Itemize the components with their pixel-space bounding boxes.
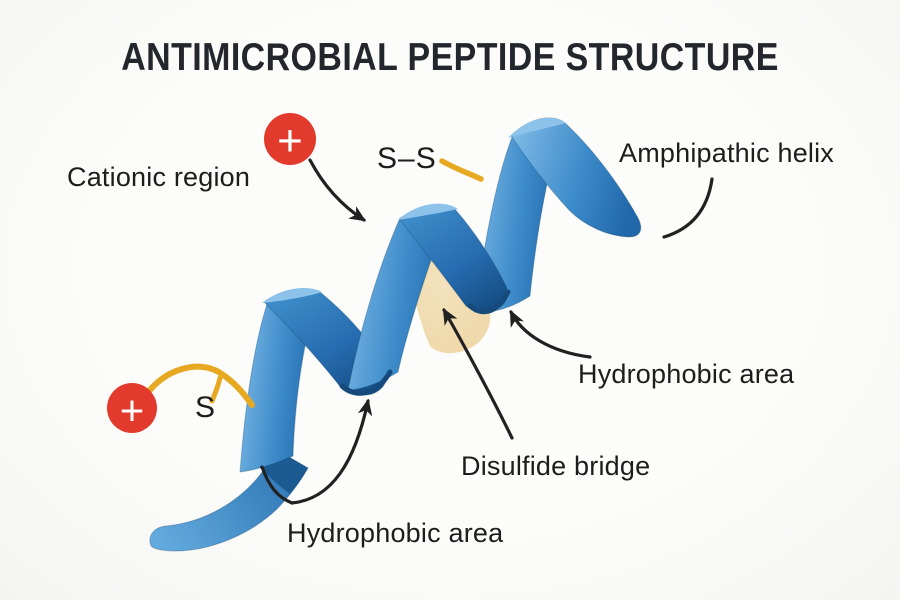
arrow-hydrophobic-bottom bbox=[290, 398, 373, 505]
arrow-cationic-region bbox=[308, 158, 367, 222]
disulfide-bond-lines bbox=[147, 158, 484, 408]
cationic-charge-top: + bbox=[264, 113, 316, 166]
label-disulfide-bridge: Disulfide bridge bbox=[461, 451, 651, 481]
plus-icon: + bbox=[120, 387, 145, 434]
arrow-disulfide-bridge bbox=[442, 307, 514, 440]
disulfide-bond-tick bbox=[209, 375, 223, 404]
line-hydrophobic-bottom bbox=[260, 465, 294, 505]
cationic-charge-bottom: + bbox=[107, 383, 157, 434]
helix-crest3-cap bbox=[508, 118, 566, 138]
diagram-title: ANTIMICROBIAL PEPTIDE STRUCTURE bbox=[121, 36, 779, 79]
label-hydrophobic-area-right: Hydrophobic area bbox=[578, 359, 795, 389]
label-hydrophobic-area-bottom: Hydrophobic area bbox=[287, 518, 504, 548]
helix-crest2-cap bbox=[398, 203, 458, 220]
helix-trough2-fold bbox=[467, 289, 511, 315]
charge-circle-icon bbox=[264, 113, 316, 165]
annotation-arrows bbox=[260, 158, 714, 505]
helix-crest1-cap bbox=[262, 287, 322, 303]
line-amphipathic-helix bbox=[662, 177, 714, 239]
arrow-hydrophobic-right bbox=[509, 309, 592, 359]
label-cationic-region: Cationic region bbox=[67, 162, 251, 192]
helix-trough1-fold bbox=[339, 369, 393, 396]
label-sulfur: S bbox=[195, 391, 216, 424]
disulfide-bond-line-top bbox=[439, 158, 484, 182]
label-amphipathic-helix: Amphipathic helix bbox=[619, 138, 835, 168]
label-disulfide-pair: S–S bbox=[377, 142, 437, 175]
charge-circle-icon bbox=[107, 383, 157, 433]
plus-icon: + bbox=[277, 117, 303, 166]
helix-ribbon bbox=[149, 117, 642, 552]
disulfide-bond-line-bottom bbox=[147, 363, 255, 408]
